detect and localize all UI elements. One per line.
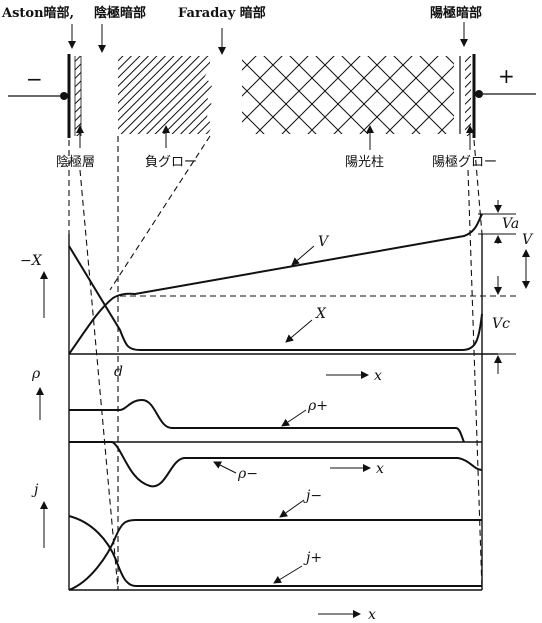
va-label: Va	[502, 216, 519, 232]
negative-glow-label: 負グロー	[145, 155, 197, 170]
anode-glow-label: 陽極グロー	[432, 154, 497, 170]
rho-plus-curve	[69, 398, 465, 443]
rho-plus-label: ρ+	[307, 398, 328, 414]
faraday-dark-space-label: Faraday 暗部	[178, 5, 266, 21]
v-total-label: V	[522, 232, 534, 248]
panel1-x-label: x	[374, 368, 382, 384]
plus-sign: +	[498, 64, 515, 88]
rho-axis-label: ρ	[31, 366, 41, 382]
potential-curve	[68, 213, 483, 355]
j-plus-curve	[68, 515, 482, 587]
positive-column-region	[242, 56, 454, 134]
j-plus-label: j+	[303, 550, 322, 566]
rho-minus-curve	[69, 441, 483, 488]
panel-current-density: j j− j+ x	[31, 482, 482, 623]
aston-dark-space-label: Aston暗部,	[1, 5, 74, 21]
minus-sign: −	[26, 67, 43, 91]
anode-dark-space-label: 陽極暗部	[430, 5, 482, 21]
anode-glow-band	[465, 56, 471, 136]
cathode-layer-label: 陰極層	[56, 154, 95, 170]
vc-label: Vc	[492, 316, 510, 332]
cathode-fall-d-label: d	[114, 364, 123, 380]
projection-lines	[68, 135, 498, 591]
cathode-terminal	[60, 92, 68, 100]
panel3-x-label: x	[368, 607, 376, 623]
field-axis-label: −X	[20, 253, 43, 269]
positive-column-label: 陽光柱	[345, 155, 384, 170]
potential-curve-label: V	[318, 234, 330, 250]
j-minus-curve	[68, 519, 482, 591]
panel-charge-density: ρ ρ+ ρ− x	[31, 366, 483, 488]
rho-minus-label: ρ−	[237, 466, 258, 482]
panel2-x-label: x	[376, 461, 384, 477]
j-axis-label: j	[31, 482, 39, 498]
field-curve-label: X	[315, 306, 327, 322]
panel-potential-field: −X V X Va V Vc d x	[20, 200, 534, 590]
anode-terminal	[475, 90, 483, 98]
cathode-dark-space-label: 陰極暗部	[94, 5, 146, 21]
field-curve	[68, 245, 483, 351]
j-minus-label: j−	[303, 488, 322, 504]
cathode-layer-band	[75, 56, 81, 136]
tube-illustration: Aston暗部, 陰極暗部 Faraday 暗部 陽極暗部 − +	[1, 5, 536, 170]
negative-glow-region	[118, 56, 213, 134]
